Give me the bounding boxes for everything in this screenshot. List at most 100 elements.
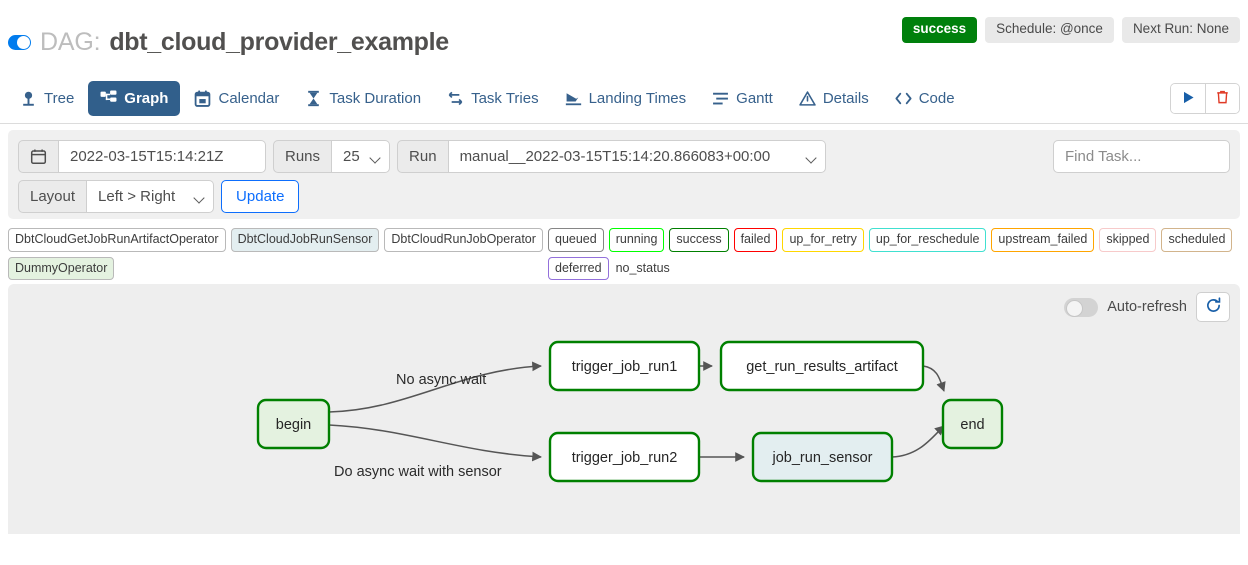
node-label: trigger_job_run2	[572, 450, 678, 466]
legend-state-chip-running[interactable]: running	[608, 228, 665, 252]
legend-state-chip-upstream-failed[interactable]: upstream_failed	[991, 228, 1095, 252]
tab-task-duration[interactable]: Task Duration	[293, 81, 433, 116]
node-label: job_run_sensor	[772, 450, 873, 466]
view-tabbar: Tree Graph Calendar Task Duration Task T	[0, 72, 1248, 124]
warning-triangle-icon	[799, 90, 816, 107]
graph-node-end[interactable]: end	[941, 398, 1004, 450]
header-badges: success Schedule: @once Next Run: None	[901, 17, 1240, 43]
retry-icon	[447, 90, 464, 107]
graph-node-trigger-job-run2[interactable]: trigger_job_run2	[548, 431, 701, 483]
dag-name: dbt_cloud_provider_example	[109, 28, 449, 56]
graph-icon	[100, 90, 117, 107]
legend-state-chip-deferred[interactable]: deferred	[548, 256, 609, 280]
tab-tree[interactable]: Tree	[8, 81, 86, 116]
num-runs-select[interactable]: 25	[332, 140, 391, 173]
find-task-input[interactable]	[1053, 140, 1230, 173]
tab-label: Task Tries	[471, 89, 539, 107]
node-label: begin	[276, 417, 311, 433]
filter-row-top: 2022-03-15T15:14:21Z Runs 25 Run manual_…	[18, 140, 1230, 173]
next-run-badge: Next Run: None	[1121, 17, 1240, 43]
legend-state-chip-skipped[interactable]: skipped	[1099, 228, 1157, 252]
legend-operator-chip[interactable]: DbtCloudJobRunSensor	[230, 228, 380, 252]
trash-icon	[1215, 89, 1230, 108]
status-badge: success	[901, 17, 978, 43]
tab-label: Code	[918, 89, 955, 107]
tab-landing-times[interactable]: Landing Times	[553, 81, 699, 116]
legend-state-chip-queued[interactable]: queued	[548, 228, 604, 252]
base-date-input[interactable]: 2022-03-15T15:14:21Z	[59, 140, 266, 173]
legend-state-chip-failed[interactable]: failed	[733, 228, 778, 252]
num-runs-label: Runs	[273, 140, 333, 173]
node-label: get_run_results_artifact	[746, 359, 898, 375]
refresh-icon	[1205, 297, 1222, 317]
legend-state-chip-scheduled[interactable]: scheduled	[1161, 228, 1233, 252]
tab-label: Details	[822, 89, 869, 107]
edge-sensor-to-end	[891, 425, 945, 458]
tab-code[interactable]: Code	[883, 81, 967, 116]
dag-title: DAG: dbt_cloud_provider_example	[8, 28, 449, 57]
dag-label: DAG:	[40, 28, 101, 56]
graph-node-trigger-job-run1[interactable]: trigger_job_run1	[548, 340, 701, 392]
tab-label: Landing Times	[588, 89, 687, 107]
calendar-icon-button[interactable]	[18, 140, 59, 173]
legend-state-chip-success[interactable]: success	[669, 228, 729, 252]
edge-label: Do async wait with sensor	[334, 464, 502, 480]
tab-task-tries[interactable]: Task Tries	[435, 81, 551, 116]
run-label: Run	[397, 140, 449, 173]
graph-nodes: begin trigger_job_run1 get_run_results_a…	[256, 340, 1004, 483]
node-label: trigger_job_run1	[572, 359, 678, 375]
graph-node-begin[interactable]: begin	[256, 398, 331, 450]
tab-label: Calendar	[218, 89, 280, 107]
tab-gantt[interactable]: Gantt	[700, 81, 785, 116]
legend-operator-chip[interactable]: DbtCloudRunJobOperator	[384, 228, 543, 252]
tree-icon	[20, 90, 37, 107]
delete-dag-button[interactable]	[1205, 84, 1239, 113]
schedule-badge[interactable]: Schedule: @once	[985, 17, 1114, 43]
hourglass-icon	[305, 90, 322, 107]
tab-label: Gantt	[736, 89, 773, 107]
num-runs-group: Runs 25	[273, 140, 391, 173]
legend-state-chip-up-for-reschedule[interactable]: up_for_reschedule	[868, 228, 987, 252]
graph-node-get-run-results-artifact[interactable]: get_run_results_artifact	[719, 340, 925, 392]
legend-state-chip-up-for-retry[interactable]: up_for_retry	[782, 228, 864, 252]
edge-label: No async wait	[396, 372, 486, 388]
trigger-dag-button[interactable]	[1171, 84, 1205, 113]
filter-row-bottom: Layout Left > Right Update	[18, 180, 1230, 213]
tab-label: Task Duration	[329, 89, 422, 107]
play-icon	[1181, 90, 1196, 108]
gantt-icon	[712, 90, 729, 107]
view-tabs: Tree Graph Calendar Task Duration Task T	[8, 72, 1240, 124]
edge-begin-to-trigger-job-run1	[328, 361, 542, 413]
refresh-button[interactable]	[1196, 292, 1230, 322]
graph-edges	[328, 361, 946, 462]
graph-edge-labels: No async wait Do async wait with sensor	[334, 372, 502, 480]
dag-graph[interactable]: No async wait Do async wait with sensor …	[8, 284, 1240, 534]
run-group: Run manual__2022-03-15T15:14:20.866083+0…	[397, 140, 826, 173]
graph-canvas-panel[interactable]: Auto-refresh No async	[8, 284, 1240, 534]
dag-pause-toggle[interactable]	[8, 35, 31, 50]
code-icon	[895, 90, 912, 107]
layout-label: Layout	[18, 180, 88, 213]
dag-action-buttons	[1170, 83, 1240, 114]
legend-operator-chip[interactable]: DbtCloudGetJobRunArtifactOperator	[8, 228, 226, 252]
landing-icon	[565, 90, 582, 107]
edge-artifact-to-end	[922, 365, 946, 392]
tab-label: Graph	[124, 89, 169, 107]
legend-operator-chip[interactable]: DummyOperator	[8, 256, 115, 280]
update-button[interactable]: Update	[221, 180, 300, 213]
legend: DbtCloudGetJobRunArtifactOperator DbtClo…	[8, 228, 1240, 280]
tab-graph[interactable]: Graph	[88, 80, 181, 116]
edge-begin-to-trigger-job-run2	[328, 424, 542, 462]
legend-states: queued running success failed up_for_ret…	[548, 228, 1240, 280]
run-select[interactable]: manual__2022-03-15T15:14:20.866083+00:00	[448, 140, 826, 173]
tab-details[interactable]: Details	[787, 81, 881, 116]
legend-state-chip-no-status[interactable]: no_status	[615, 260, 670, 275]
tab-calendar[interactable]: Calendar	[182, 81, 291, 116]
legend-operators: DbtCloudGetJobRunArtifactOperator DbtClo…	[8, 228, 548, 280]
base-date-group: 2022-03-15T15:14:21Z	[18, 140, 266, 173]
layout-select[interactable]: Left > Right	[87, 180, 215, 213]
auto-refresh-toggle[interactable]	[1064, 297, 1099, 317]
graph-node-job-run-sensor[interactable]: job_run_sensor	[751, 431, 894, 483]
layout-group: Layout Left > Right	[18, 180, 215, 213]
filter-toolbar: 2022-03-15T15:14:21Z Runs 25 Run manual_…	[8, 130, 1240, 219]
